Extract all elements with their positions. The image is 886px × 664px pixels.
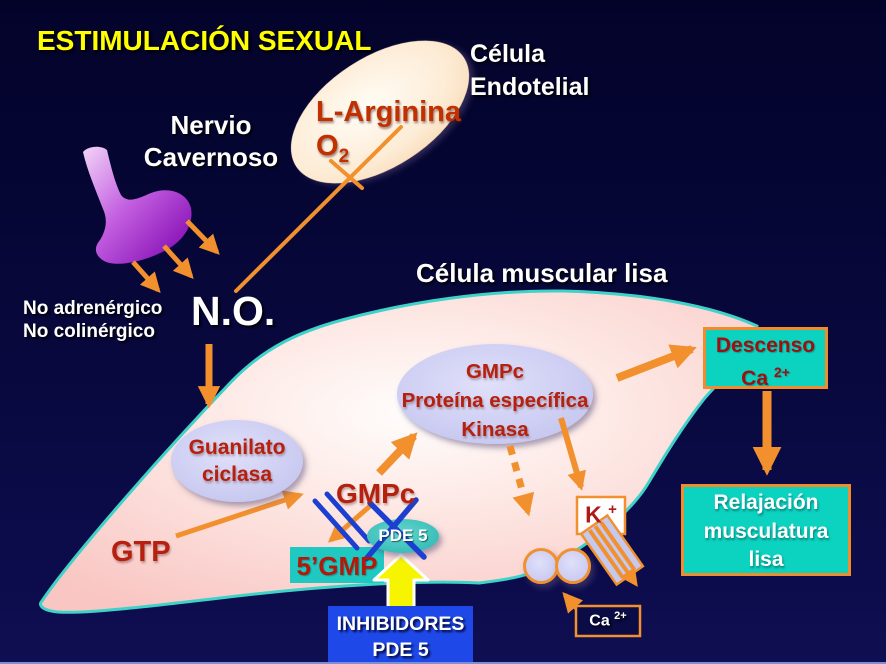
guanilato-line2: ciclasa <box>201 463 273 486</box>
ca-channel-label: Ca 2+ <box>576 610 640 630</box>
pde5-cross-2 <box>367 500 427 560</box>
o2-label: O2 <box>316 130 349 168</box>
endothelial-label-line2: Endotelial <box>470 73 590 101</box>
non-cholinergic-line: No colinérgico <box>23 321 155 342</box>
relajacion-line1: Relajación <box>713 491 819 514</box>
arrow-kinasa-to-descenso <box>615 344 697 382</box>
nervio-line2: Cavernoso <box>143 142 279 172</box>
five-gmp-label: 5’GMP <box>296 551 378 581</box>
ca-base: Ca <box>589 612 610 630</box>
nervio-cavernoso-label: Nervio Cavernoso <box>132 109 290 173</box>
slide-title: ESTIMULACIÓN SEXUAL <box>37 25 372 56</box>
ca-label-box <box>574 604 642 638</box>
no-molecule-label: N.O. <box>191 288 276 334</box>
guanilato-ciclasa-ellipse <box>171 420 303 502</box>
k-channel-stripes <box>579 513 645 587</box>
relajacion-line2: musculatura <box>703 519 829 543</box>
l-arginina-to-no-line <box>234 125 403 293</box>
ca-channel-circle-1 <box>523 548 559 584</box>
nervio-line1: Nervio <box>170 110 252 140</box>
inhibidores-pde5-box: INHIBIDORES PDE 5 <box>328 606 473 664</box>
descenso-ca-base: Ca <box>741 367 769 390</box>
nerve-arrow-1 <box>131 260 161 293</box>
l-arginina-label: L-Arginina <box>316 96 461 128</box>
endothelial-cell-label: Célula Endotelial <box>470 38 589 104</box>
guanilato-line1: Guanilato <box>188 436 286 459</box>
ca-sup: 2+ <box>614 610 627 622</box>
kinasa-line2: Proteína específica <box>401 389 589 412</box>
muscle-cell-label: Célula muscular lisa <box>416 258 668 288</box>
arrow-gtp-to-gmpc <box>175 490 304 539</box>
kinasa-label: GMPc Proteína específica Kinasa <box>375 357 615 444</box>
o2-base: O <box>316 130 339 162</box>
guanilato-ciclasa-label: Guanilato ciclasa <box>171 434 303 488</box>
slide-bottom-edge <box>0 662 886 664</box>
non-adrenergic-label: No adrenérgico No colinérgico <box>23 297 162 343</box>
inhibition-slash-2 <box>324 491 372 544</box>
relajacion-line3: lisa <box>748 548 784 571</box>
kinasa-ellipse <box>397 344 593 444</box>
arrow-gmpc-to-kinasa <box>376 432 418 476</box>
inhibition-slash-1 <box>312 498 360 551</box>
arrow-kinasa-dashed <box>506 445 535 517</box>
endothelial-label-line1: Célula <box>470 40 546 68</box>
arrow-kinasa-to-k-channel <box>558 417 586 491</box>
o2-to-no-line <box>329 159 364 190</box>
descenso-ca-box: Descenso Ca 2+ <box>703 327 828 392</box>
kinasa-line3: Kinasa <box>461 418 529 441</box>
ca-channel-circle-2 <box>555 548 591 584</box>
descenso-line2: Ca 2+ <box>706 359 825 392</box>
gtp-label: GTP <box>111 536 171 568</box>
nerve-arrow-3 <box>185 219 220 255</box>
endothelial-cell-shape <box>290 40 470 184</box>
gmpc-label: GMPc <box>336 478 416 509</box>
nerve-shape <box>83 146 192 264</box>
k-sup: + <box>608 501 617 518</box>
inhibidores-line2: PDE 5 <box>372 639 429 661</box>
non-adrenergic-line: No adrenérgico <box>23 298 163 319</box>
descenso-line1: Descenso <box>715 334 816 357</box>
nerve-arrow-2 <box>162 244 194 279</box>
kinasa-line1: GMPc <box>465 360 525 383</box>
pde5-cross-1 <box>363 497 419 562</box>
pde5-label: PDE 5 <box>378 526 428 545</box>
relajacion-box: Relajación musculatura lisa <box>681 484 851 576</box>
o2-sub: 2 <box>338 145 350 167</box>
k-channel-label: K + <box>579 501 623 529</box>
descenso-ca-sup: 2+ <box>773 364 790 380</box>
k-base: K <box>585 501 602 528</box>
inhibidores-line1: INHIBIDORES <box>336 613 465 635</box>
